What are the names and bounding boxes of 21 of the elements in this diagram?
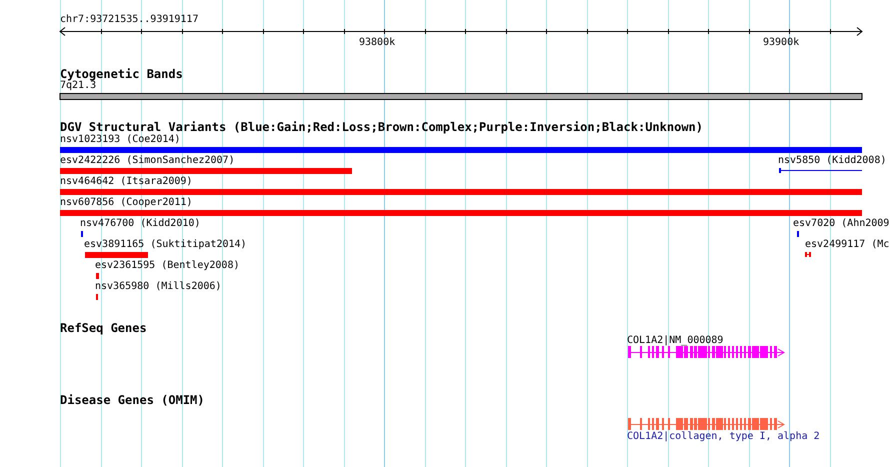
feature-label: nsv365980 (Mills2006) [95,281,222,293]
track-title: Disease Genes (OMIM) [60,393,204,407]
feature-label: nsv476700 (Kidd2010) [80,218,200,230]
coordinate-label: chr7:93721535..93919117 [60,14,198,26]
feature-label: esv2499117 (Mc [805,239,890,251]
feature-label: nsv607856 (Cooper2011) [60,197,192,209]
gene-label: COL1A2|collagen, type I, alpha 2 [627,431,820,443]
feature-label: esv2422226 (SimonSanchez2007) [60,155,235,167]
track-title: Cytogenetic Bands [60,67,183,81]
feature-label: esv3891165 (Suktitipat2014) [84,239,247,251]
gene-label: COL1A2|NM_000089 [627,335,724,347]
feature-label: esv7020 (Ahn2009 [793,218,890,230]
band-label: 7q21.3 [60,80,96,92]
track-title: RefSeq Genes [60,321,147,335]
feature-label: nsv1023193 (Coe2014) [60,134,180,146]
feature-label: nsv5850 (Kidd2008) [778,155,886,167]
feature-label: esv2361595 (Bentley2008) [95,260,240,272]
axis-tick-label: 93900k [763,37,800,49]
axis-tick-label: 93800k [359,37,396,49]
feature-label: nsv464642 (Itsara2009) [60,176,192,188]
track-title: DGV Structural Variants (Blue:Gain;Red:Loss;Brown:Complex;Purple:Inversion;Black:Unknown) [60,120,703,134]
